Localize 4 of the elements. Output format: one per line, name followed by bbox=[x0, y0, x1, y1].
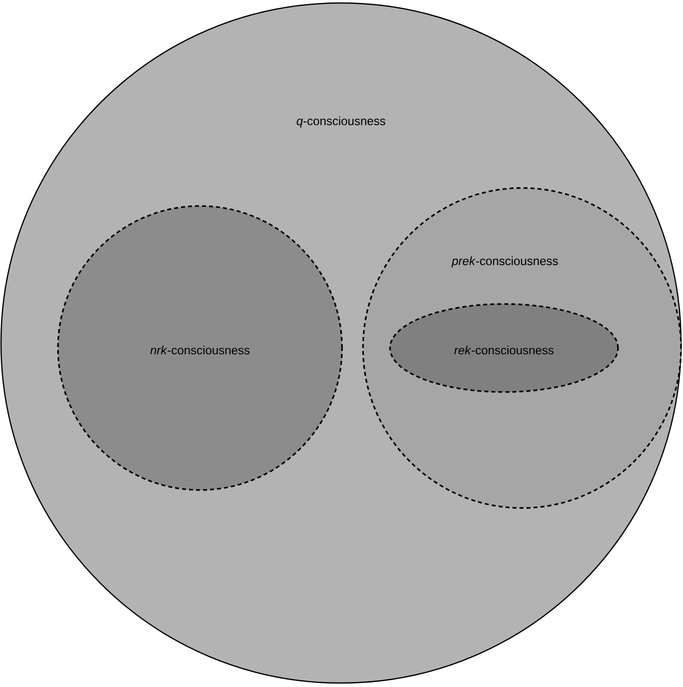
node-label: q-consciousness bbox=[296, 116, 386, 128]
node-label: prek-consciousness bbox=[451, 256, 558, 268]
node-label: rek-consciousness bbox=[454, 346, 554, 354]
node-label: nrk-consciousness bbox=[150, 346, 250, 354]
